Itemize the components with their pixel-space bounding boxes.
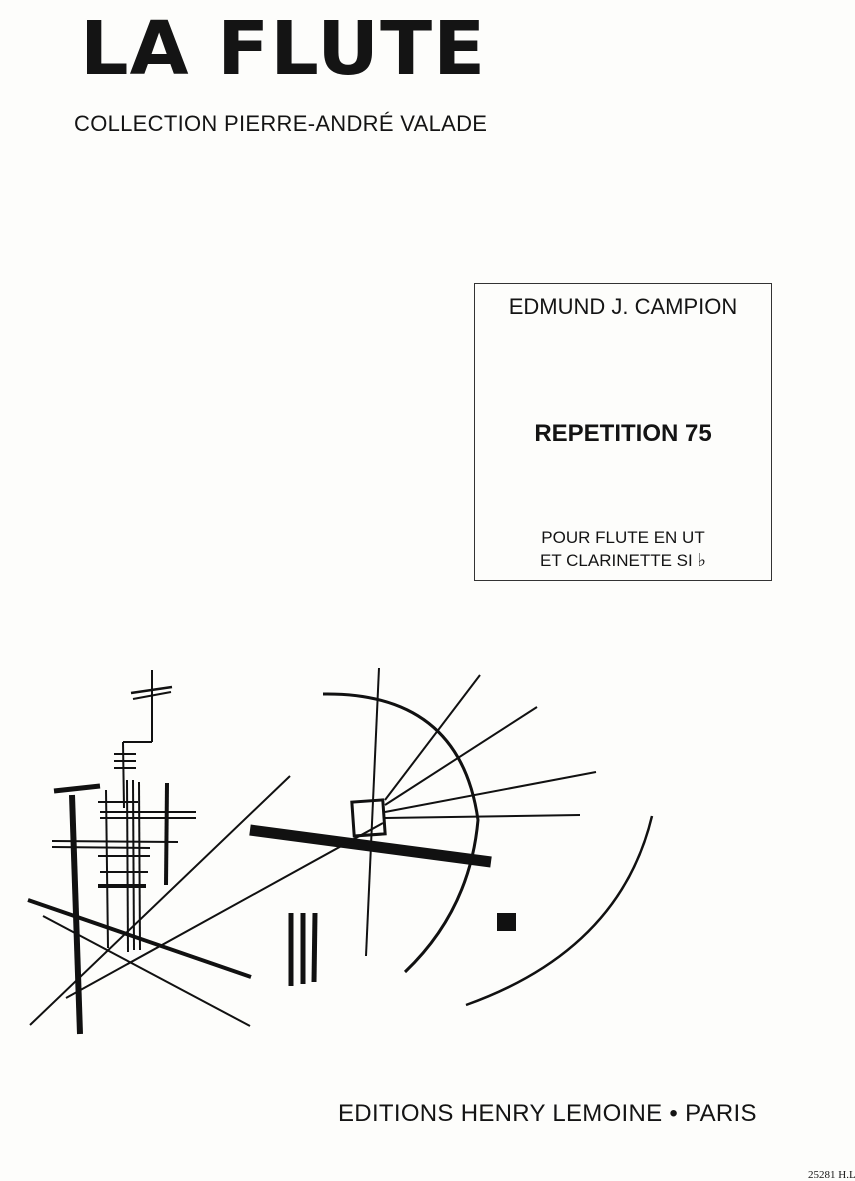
publisher-name: EDITIONS HENRY LEMOINE • PARIS bbox=[338, 1100, 757, 1127]
instrumentation-line-2: ET CLARINETTE SI ♭ bbox=[475, 551, 771, 571]
structure-line bbox=[138, 781, 141, 951]
structure-line bbox=[164, 782, 169, 886]
ray bbox=[384, 814, 581, 819]
ray bbox=[384, 674, 481, 801]
large-arc bbox=[322, 692, 480, 974]
filled-square bbox=[497, 913, 516, 931]
structure-line bbox=[69, 794, 83, 1035]
composer-name: EDMUND J. CAMPION bbox=[508, 294, 738, 319]
plate-number: 25281 H.L. bbox=[808, 1169, 855, 1181]
structure-line bbox=[51, 846, 151, 849]
collection-name: COLLECTION PIERRE-ANDRÉ VALADE bbox=[74, 111, 488, 136]
structure-line bbox=[126, 779, 129, 953]
vertical-line bbox=[365, 667, 380, 957]
ray bbox=[384, 771, 597, 813]
right-arc bbox=[465, 815, 654, 1007]
structure-line bbox=[122, 741, 125, 809]
structure-line bbox=[51, 840, 179, 843]
ray bbox=[384, 706, 538, 806]
abstract-artwork bbox=[27, 667, 654, 1035]
instrumentation-line-1: POUR FLUTE EN UT bbox=[541, 528, 705, 547]
instrumentation-line-2-text: ET CLARINETTE SI bbox=[540, 551, 693, 570]
diagonal-line bbox=[29, 775, 291, 1026]
flat-symbol: ♭ bbox=[697, 550, 706, 571]
vertical-bar bbox=[311, 912, 318, 983]
structure-line bbox=[53, 783, 101, 794]
structure-line bbox=[130, 685, 173, 695]
small-square bbox=[350, 798, 387, 838]
structure-line bbox=[105, 789, 109, 949]
title-box: EDMUND J. CAMPION REPETITION 75 POUR FLU… bbox=[474, 283, 772, 581]
diagonal-line bbox=[65, 822, 384, 999]
structure-line bbox=[132, 691, 172, 700]
work-title: REPETITION 75 bbox=[534, 420, 712, 447]
thick-bar bbox=[249, 824, 492, 868]
series-title: LA FLUTE bbox=[80, 6, 487, 92]
structure-line bbox=[132, 779, 135, 951]
